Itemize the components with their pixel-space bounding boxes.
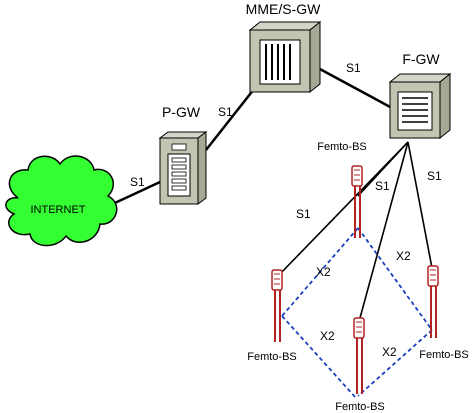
fgw-side-face	[439, 72, 451, 140]
s1-label-fgw-left: S1	[296, 207, 311, 221]
femto-bs-bottom-label: Femto-BS	[335, 401, 385, 413]
mme-server: MME/S-GW	[246, 1, 322, 94]
mme-vents	[265, 44, 291, 80]
link-pgw-mme	[205, 83, 259, 151]
mme-side-face	[309, 20, 321, 94]
pgw-bar	[171, 157, 187, 163]
pgw-bar	[171, 164, 187, 170]
link-fgw-femto-bottom	[359, 141, 409, 319]
s1-label-mme-fgw: S1	[346, 61, 361, 75]
femto-antenna-head	[271, 269, 283, 291]
fgw-radio-links	[277, 141, 433, 319]
femto-bs-right: Femto-BS	[419, 265, 469, 361]
x2-link-top-right	[357, 227, 433, 331]
s1-label-fgw-mid: S1	[375, 179, 390, 193]
pgw-bar	[171, 171, 187, 177]
x2-label-top-left: X2	[316, 265, 331, 279]
pgw-server: P-GW	[158, 104, 208, 205]
s1-label-fgw-right: S1	[427, 169, 442, 183]
internet-cloud: INTERNET	[5, 155, 118, 247]
fgw-vents	[402, 97, 428, 123]
x2-link-bottom-right	[357, 329, 433, 397]
pgw-side-face	[197, 131, 207, 205]
mme-label: MME/S-GW	[246, 1, 321, 17]
femto-bs-right-label: Femto-BS	[419, 349, 469, 361]
x2-links	[281, 227, 433, 399]
s1-links	[103, 66, 393, 210]
fgw-server: F-GW	[388, 51, 452, 140]
s1-label-pgw-mme: S1	[218, 105, 233, 119]
femto-antenna-head	[427, 265, 439, 287]
femto-antenna-head	[351, 165, 363, 187]
pgw-slot	[171, 143, 187, 151]
x2-label-bottom-left: X2	[320, 329, 335, 343]
internet-label: INTERNET	[31, 204, 86, 216]
femto-bs-left-label: Femto-BS	[247, 351, 297, 363]
x2-label-top-right: X2	[396, 249, 411, 263]
femto-antenna-head	[353, 317, 365, 339]
s1-label-internet-pgw: S1	[130, 175, 145, 189]
link-mme-fgw	[317, 66, 393, 110]
pgw-label: P-GW	[162, 104, 201, 120]
mme-top-face	[248, 21, 322, 31]
x2-link-bottom-left	[281, 315, 357, 399]
x2-label-bottom-right: X2	[382, 345, 397, 359]
cloud-shape	[5, 155, 118, 247]
x2-link-top-left	[281, 227, 359, 317]
pgw-bar	[171, 185, 187, 191]
femto-bs-left: Femto-BS	[247, 269, 297, 363]
pgw-bar	[171, 178, 187, 184]
femto-bs-top-label: Femto-BS	[317, 141, 367, 153]
femto-bs-top: Femto-BS	[317, 141, 367, 238]
femto-bs-bottom: Femto-BS	[335, 317, 385, 413]
link-fgw-femto-right	[407, 141, 433, 269]
link-fgw-femto-left	[277, 141, 409, 277]
fgw-label: F-GW	[402, 51, 440, 67]
